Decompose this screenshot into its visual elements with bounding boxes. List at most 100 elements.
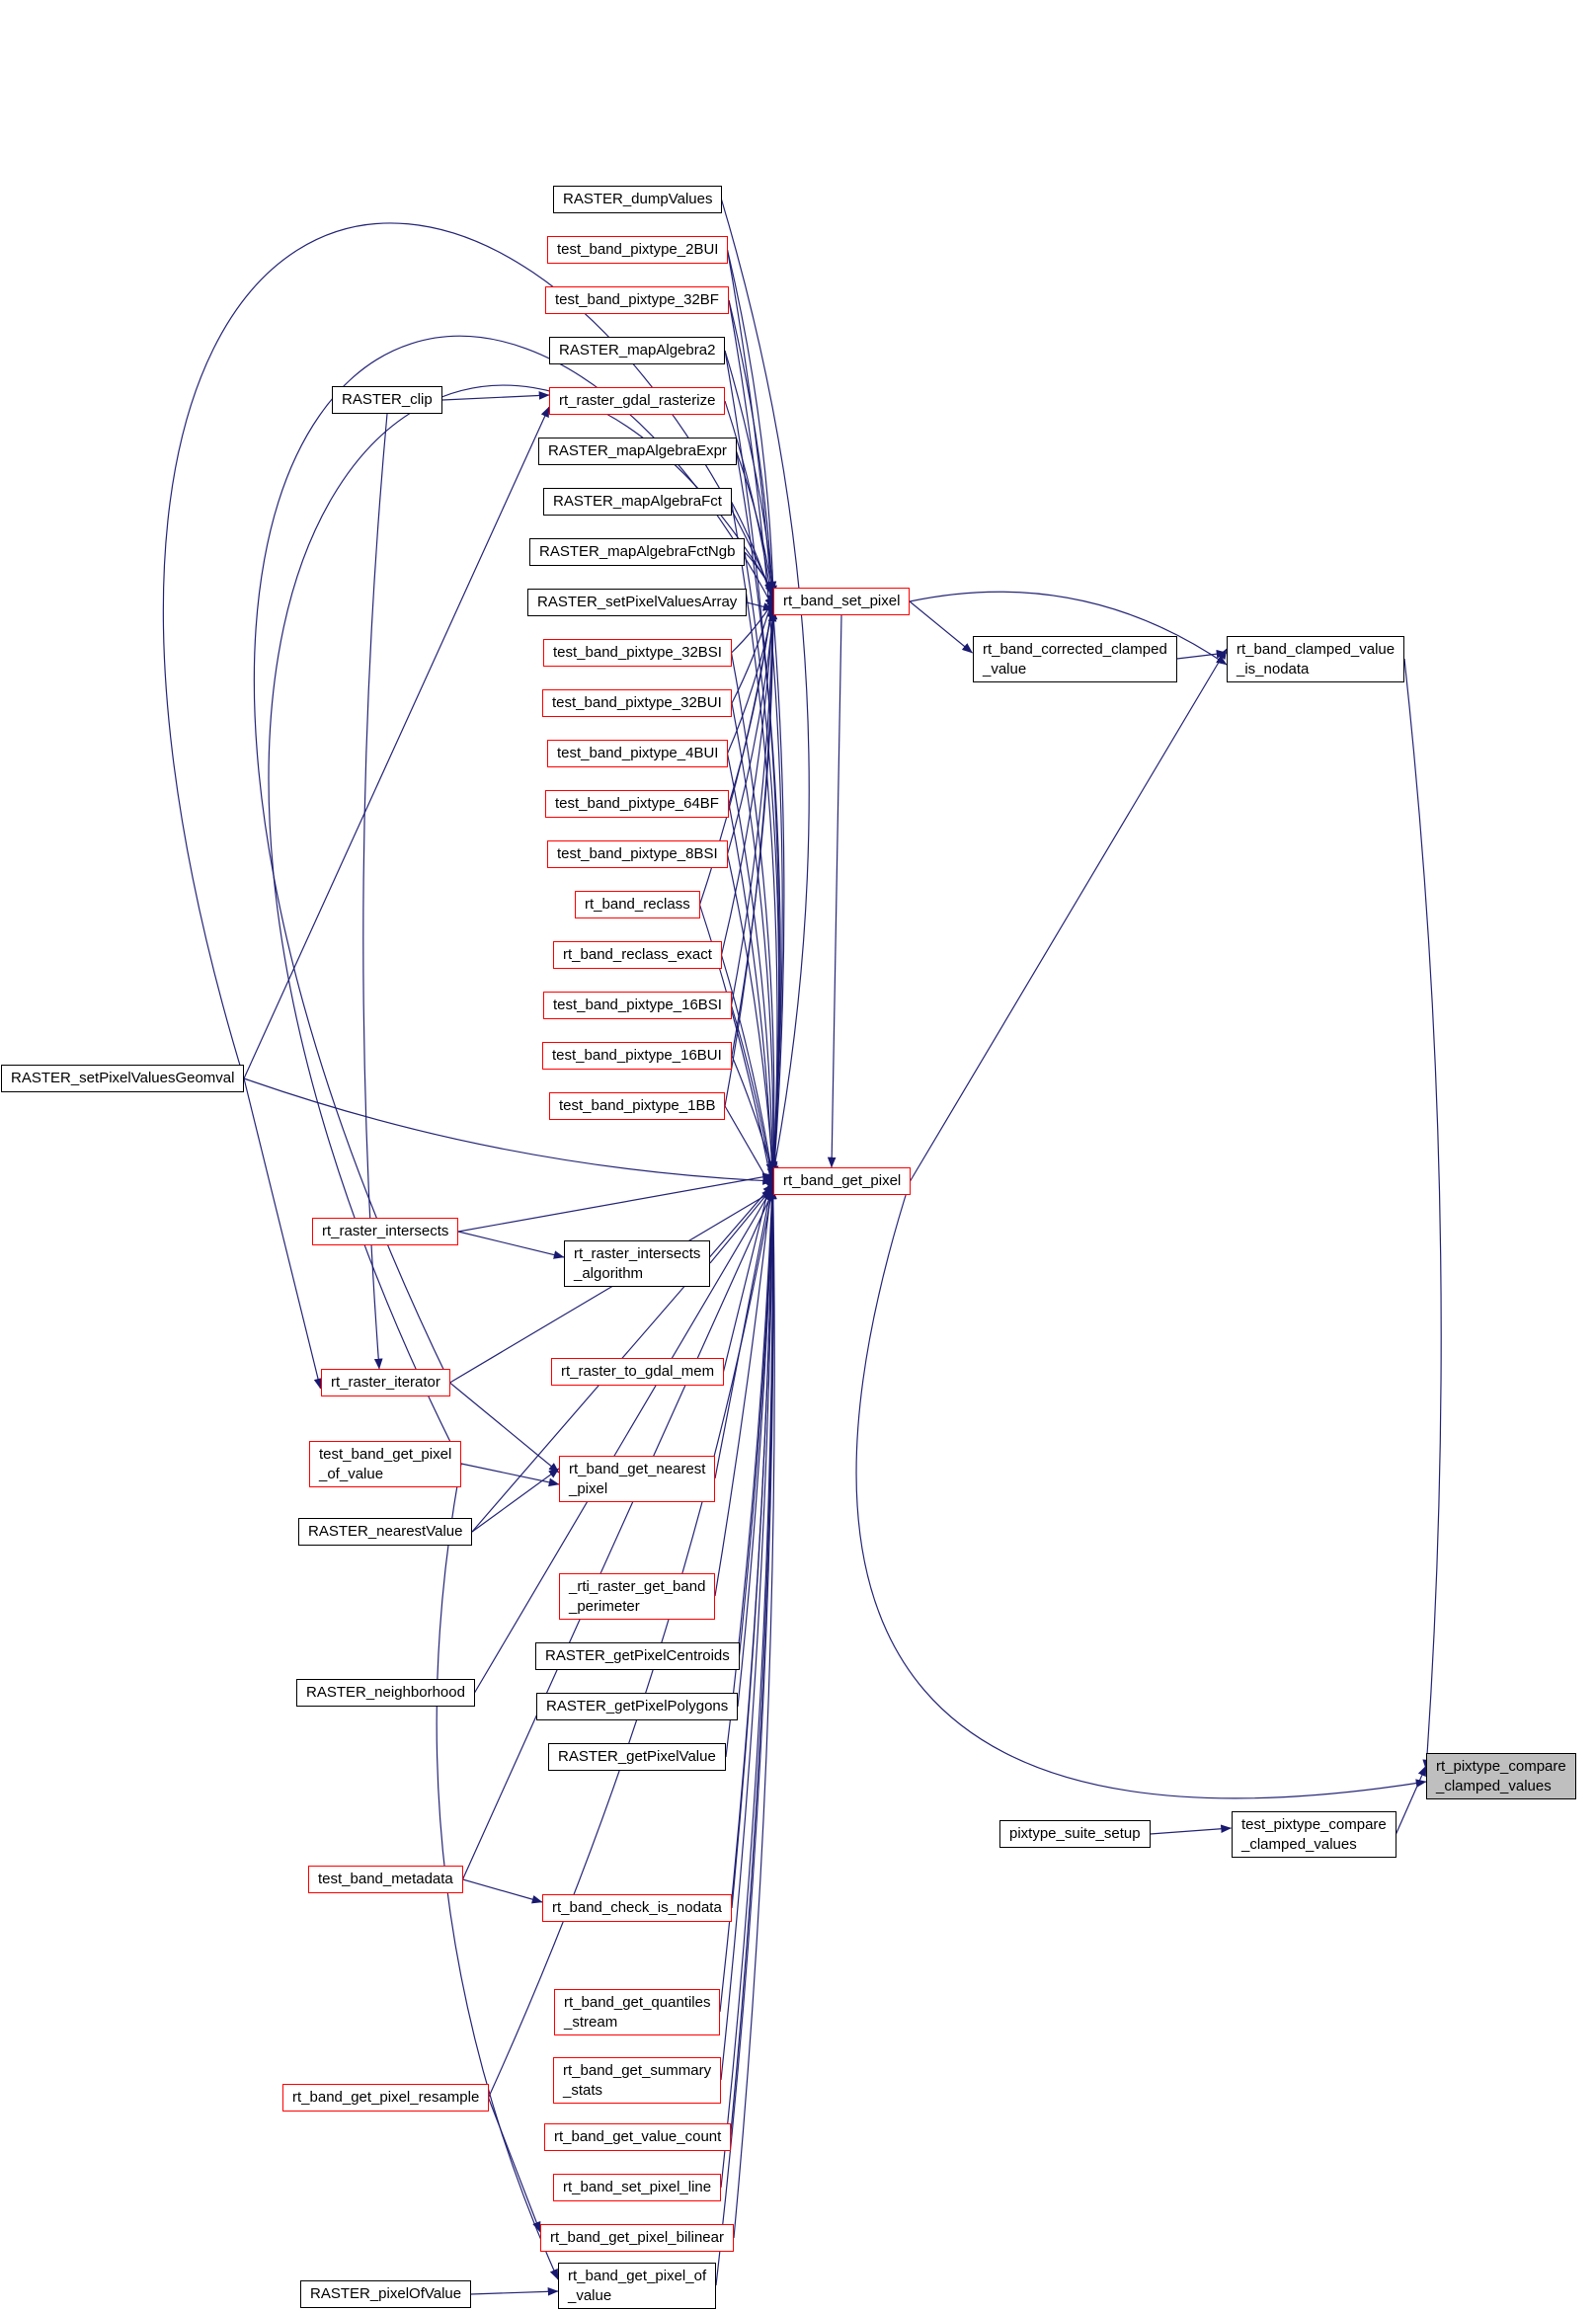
node-test_band_pixtype_16BSI[interactable]: test_band_pixtype_16BSI xyxy=(543,992,732,1019)
edge-test_band_get_pixel_of_value-to-rt_band_set_pixel xyxy=(268,384,774,1465)
edge-rt_raster_iterator-to-rt_band_get_pixel xyxy=(449,1190,773,1384)
edge-RASTER_setPixelValuesGeomval-to-rt_band_get_pixel xyxy=(243,1077,774,1185)
edge-RASTER_dumpValues-to-rt_band_get_pixel xyxy=(720,199,810,1176)
node-test_band_metadata[interactable]: test_band_metadata xyxy=(308,1866,463,1893)
node-test_band_pixtype_4BUI[interactable]: test_band_pixtype_4BUI xyxy=(547,740,729,767)
node-rt_band_get_pixel_bilinear[interactable]: rt_band_get_pixel_bilinear xyxy=(540,2224,734,2252)
edge-RASTER_neighborhood-to-rt_band_get_pixel xyxy=(473,1186,774,1694)
node-test_band_pixtype_2BUI[interactable]: test_band_pixtype_2BUI xyxy=(547,236,729,264)
node-rt_band_reclass_exact[interactable]: rt_band_reclass_exact xyxy=(553,941,722,969)
node-test_band_get_pixel_of_value[interactable]: test_band_get_pixel _of_value xyxy=(309,1441,462,1487)
node-test_band_pixtype_1BB[interactable]: test_band_pixtype_1BB xyxy=(549,1092,726,1120)
node-rt_band_corrected_clamped_value[interactable]: rt_band_corrected_clamped _value xyxy=(973,636,1177,682)
node-rt_band_get_pixel_resample[interactable]: rt_band_get_pixel_resample xyxy=(282,2084,490,2112)
node-test_band_pixtype_32BUI[interactable]: test_band_pixtype_32BUI xyxy=(542,689,732,717)
node-RASTER_getPixelValue[interactable]: RASTER_getPixelValue xyxy=(548,1743,726,1771)
node-RASTER_mapAlgebraFct[interactable]: RASTER_mapAlgebraFct xyxy=(543,488,732,516)
edge-rt_band_get_pixel-to-rt_band_clamped_value_is_nodata xyxy=(909,648,1228,1182)
node-RASTER_mapAlgebra2[interactable]: RASTER_mapAlgebra2 xyxy=(549,337,726,364)
edge-RASTER_mapAlgebraFctNgb-to-rt_band_get_pixel xyxy=(744,551,780,1174)
node-RASTER_nearestValue[interactable]: RASTER_nearestValue xyxy=(298,1518,473,1546)
node-RASTER_setPixelValuesArray[interactable]: RASTER_setPixelValuesArray xyxy=(527,589,748,616)
node-RASTER_getPixelCentroids[interactable]: RASTER_getPixelCentroids xyxy=(535,1642,740,1670)
edge-test_pixtype_compare_clamped_values-to-rt_pixtype_compare_clamped_values xyxy=(1395,1765,1427,1835)
edge-rt_band_corrected_clamped_value-to-rt_band_clamped_value_is_nodata xyxy=(1176,649,1228,660)
node-RASTER_pixelOfValue[interactable]: RASTER_pixelOfValue xyxy=(300,2280,472,2308)
node-RASTER_getPixelPolygons[interactable]: RASTER_getPixelPolygons xyxy=(536,1693,739,1720)
edge-test_band_pixtype_8BSI-to-rt_band_get_pixel xyxy=(726,853,777,1172)
edge-test_band_pixtype_2BUI-to-rt_band_get_pixel xyxy=(726,249,785,1188)
node-rt_band_get_value_count[interactable]: rt_band_get_value_count xyxy=(544,2123,732,2151)
node-rt_band_check_is_nodata[interactable]: rt_band_check_is_nodata xyxy=(542,1894,732,1922)
node-rt_band_clamped_value_is_nodata[interactable]: rt_band_clamped_value _is_nodata xyxy=(1227,636,1405,682)
edge-test_band_pixtype_8BSI-to-rt_band_set_pixel xyxy=(726,610,777,855)
edge-test_band_pixtype_16BSI-to-rt_band_set_pixel xyxy=(730,593,778,1006)
node-test_band_pixtype_32BF[interactable]: test_band_pixtype_32BF xyxy=(545,286,729,314)
node-rt_raster_intersects_algorithm[interactable]: rt_raster_intersects _algorithm xyxy=(564,1240,711,1287)
node-rt_band_get_nearest_pixel[interactable]: rt_band_get_nearest _pixel xyxy=(559,1456,716,1502)
node-rt_band_get_pixel_of_value[interactable]: rt_band_get_pixel_of _value xyxy=(558,2263,717,2309)
node-rt_band_get_summary_stats[interactable]: rt_band_get_summary _stats xyxy=(553,2057,722,2104)
node-_rti_raster_get_band_perimeter[interactable]: _rti_raster_get_band _perimeter xyxy=(559,1573,716,1620)
node-rt_band_set_pixel[interactable]: rt_band_set_pixel xyxy=(773,588,911,615)
edge-test_band_pixtype_32BUI-to-rt_band_get_pixel xyxy=(731,702,777,1182)
edge-rt_band_get_pixel_of_value-to-rt_band_get_pixel xyxy=(715,1174,777,2286)
node-test_band_pixtype_32BSI[interactable]: test_band_pixtype_32BSI xyxy=(543,639,732,667)
edge-rt_band_clamped_value_is_nodata-to-rt_pixtype_compare_clamped_values xyxy=(1403,658,1442,1771)
edge-RASTER_clip-to-rt_raster_gdal_rasterize xyxy=(441,391,550,401)
node-rt_pixtype_compare_clamped_values: rt_pixtype_compare _clamped_values xyxy=(1426,1753,1576,1799)
edge-test_band_get_pixel_of_value-to-rt_band_get_nearest_pixel xyxy=(460,1463,560,1487)
edge-test_band_pixtype_16BUI-to-rt_band_get_pixel xyxy=(731,1055,774,1174)
edge-rt_band_reclass_exact-to-rt_band_get_pixel xyxy=(720,954,776,1179)
edge-pixtype_suite_setup-to-test_pixtype_compare_clamped_values xyxy=(1150,1824,1233,1835)
node-rt_raster_gdal_rasterize[interactable]: rt_raster_gdal_rasterize xyxy=(549,387,726,415)
node-rt_band_set_pixel_line[interactable]: rt_band_set_pixel_line xyxy=(553,2174,722,2201)
edge-RASTER_mapAlgebraExpr-to-rt_band_get_pixel xyxy=(735,450,781,1179)
node-rt_raster_intersects[interactable]: rt_raster_intersects xyxy=(312,1218,459,1245)
edge-test_band_pixtype_4BUI-to-rt_band_set_pixel xyxy=(726,606,776,755)
edge-rt_band_get_pixel-to-rt_pixtype_compare_clamped_values xyxy=(855,1180,1427,1799)
edge-rt_band_get_nearest_pixel-to-rt_band_get_pixel xyxy=(714,1177,775,1479)
node-pixtype_suite_setup[interactable]: pixtype_suite_setup xyxy=(999,1820,1151,1848)
node-rt_band_get_pixel[interactable]: rt_band_get_pixel xyxy=(773,1167,912,1195)
edge-RASTER_setPixelValuesGeomval-to-rt_raster_gdal_rasterize xyxy=(243,406,550,1079)
edge-RASTER_nearestValue-to-rt_band_get_nearest_pixel xyxy=(471,1468,560,1533)
node-RASTER_mapAlgebraExpr[interactable]: RASTER_mapAlgebraExpr xyxy=(538,438,737,465)
edge-rt_band_set_pixel-to-rt_band_get_pixel xyxy=(827,614,842,1168)
node-test_band_pixtype_16BUI[interactable]: test_band_pixtype_16BUI xyxy=(542,1042,732,1070)
edge-test_band_metadata-to-rt_band_check_is_nodata xyxy=(462,1878,543,1904)
edge-RASTER_pixelOfValue-to-rt_band_get_pixel_of_value xyxy=(470,2287,559,2296)
edge-rt_band_set_pixel-to-rt_band_corrected_clamped_value xyxy=(909,600,973,654)
node-RASTER_dumpValues[interactable]: RASTER_dumpValues xyxy=(553,186,723,213)
node-test_band_pixtype_8BSI[interactable]: test_band_pixtype_8BSI xyxy=(547,840,728,868)
node-rt_band_reclass[interactable]: rt_band_reclass xyxy=(575,891,700,918)
edge-rt_band_get_summary_stats-to-rt_band_get_pixel xyxy=(720,1183,777,2081)
node-rt_raster_to_gdal_mem[interactable]: rt_raster_to_gdal_mem xyxy=(551,1358,725,1386)
edge-rt_raster_intersects-to-rt_raster_intersects_algorithm xyxy=(457,1231,565,1259)
edge-rt_band_get_pixel_bilinear-to-rt_band_get_pixel xyxy=(733,1180,778,2239)
edge-rt_raster_iterator-to-rt_band_get_nearest_pixel xyxy=(449,1382,560,1474)
edge-test_band_pixtype_2BUI-to-rt_band_set_pixel xyxy=(726,249,778,597)
edge-RASTER_getPixelValue-to-rt_band_get_pixel xyxy=(725,1174,777,1758)
edge-test_band_pixtype_64BF-to-rt_band_get_pixel xyxy=(728,803,777,1188)
edge-RASTER_setPixelValuesGeomval-to-rt_raster_iterator xyxy=(243,1077,323,1390)
edge-test_band_metadata-to-rt_band_get_pixel xyxy=(461,1190,774,1880)
edge-RASTER_getPixelPolygons-to-rt_band_get_pixel xyxy=(737,1180,777,1708)
edge-test_band_pixtype_32BSI-to-rt_band_get_pixel xyxy=(730,652,778,1190)
edge-test_band_pixtype_1BB-to-rt_band_set_pixel xyxy=(724,600,778,1107)
edge-rt_band_reclass_exact-to-rt_band_set_pixel xyxy=(720,603,777,956)
node-test_band_pixtype_64BF[interactable]: test_band_pixtype_64BF xyxy=(545,790,729,818)
node-RASTER_neighborhood[interactable]: RASTER_neighborhood xyxy=(296,1679,475,1707)
node-RASTER_clip[interactable]: RASTER_clip xyxy=(332,386,442,414)
node-rt_band_get_quantiles_stream[interactable]: rt_band_get_quantiles _stream xyxy=(554,1989,721,2035)
edge-rt_raster_intersects-to-rt_band_get_pixel xyxy=(457,1172,774,1233)
node-test_pixtype_compare_clamped_values[interactable]: test_pixtype_compare _clamped_values xyxy=(1232,1811,1396,1858)
node-RASTER_mapAlgebraFctNgb[interactable]: RASTER_mapAlgebraFctNgb xyxy=(529,538,746,566)
node-RASTER_setPixelValuesGeomval[interactable]: RASTER_setPixelValuesGeomval xyxy=(1,1065,245,1092)
node-rt_raster_iterator[interactable]: rt_raster_iterator xyxy=(321,1369,450,1396)
edge-rt_band_set_pixel_line-to-rt_band_get_pixel xyxy=(720,1188,777,2189)
edge-RASTER_mapAlgebra2-to-rt_band_get_pixel xyxy=(724,350,780,1192)
edge-test_band_pixtype_4BUI-to-rt_band_get_pixel xyxy=(726,753,777,1176)
edge-rt_band_set_pixel-to-rt_band_clamped_value_is_nodata xyxy=(909,591,1228,666)
